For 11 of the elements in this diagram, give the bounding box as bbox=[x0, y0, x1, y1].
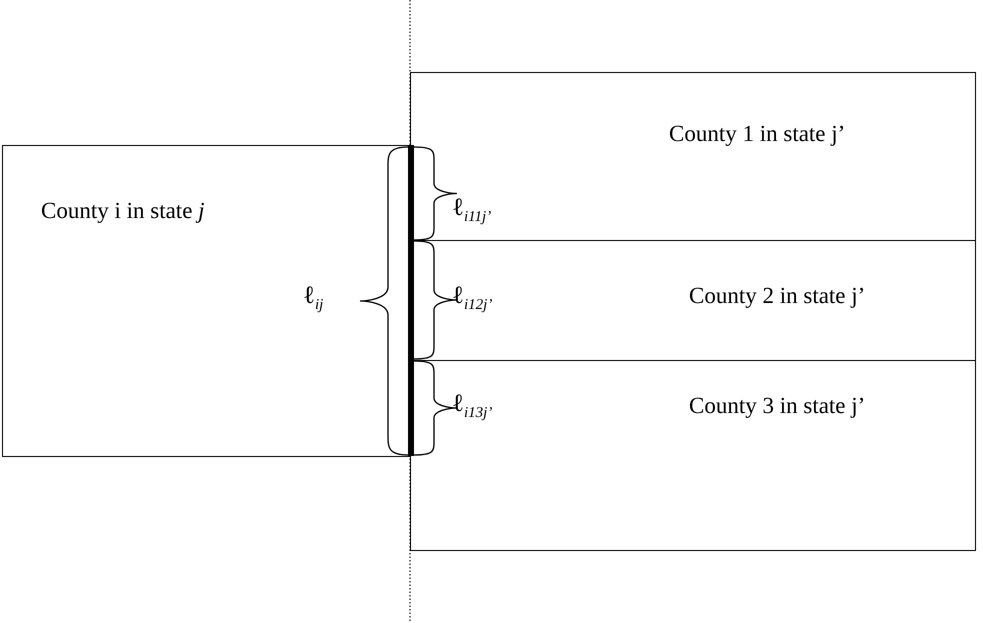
county-region bbox=[410, 360, 976, 551]
length-label: ℓ$_{i11j’}$ bbox=[452, 194, 492, 226]
county-name: County 1 in state j’ bbox=[669, 121, 846, 147]
length-label: ℓ$_{i13j’}$ bbox=[452, 390, 492, 422]
length-label: ℓ$_{ij}$ bbox=[303, 282, 324, 314]
county-name: County 3 in state j’ bbox=[689, 393, 866, 419]
county-region bbox=[410, 72, 976, 241]
county-box bbox=[2, 145, 411, 457]
county-name: County i in state j bbox=[41, 198, 205, 224]
county-name: County 2 in state j’ bbox=[689, 283, 866, 309]
length-label: ℓ$_{i12j’}$ bbox=[452, 282, 492, 314]
